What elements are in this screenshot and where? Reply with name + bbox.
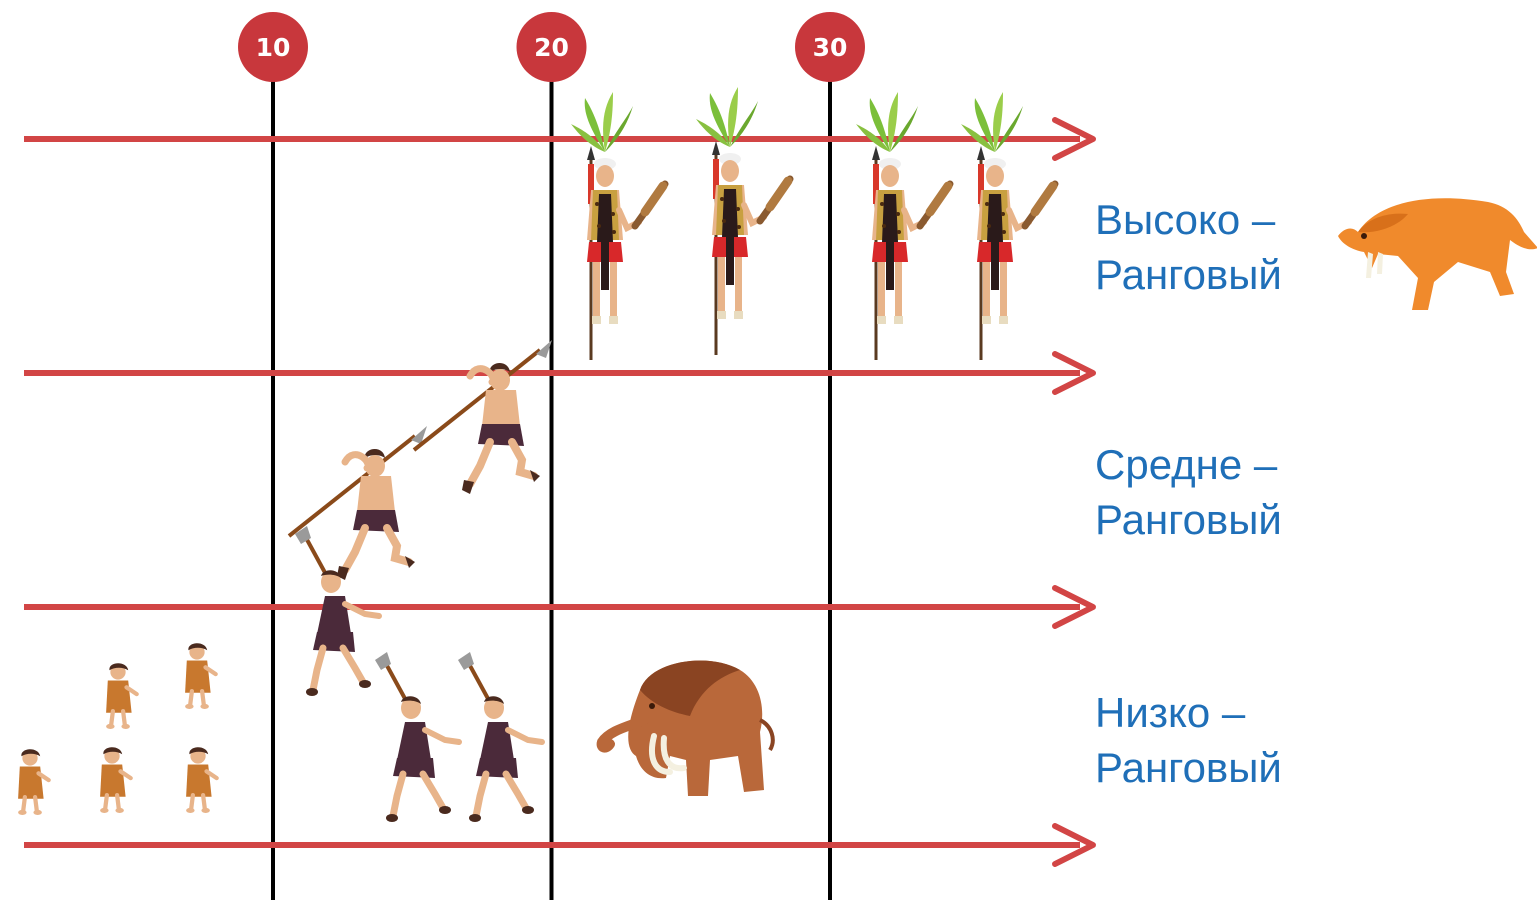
arrow-head-2 — [1052, 351, 1096, 395]
chief-warrior-icon-3 — [856, 92, 950, 360]
axe-caveman-icon-3 — [458, 652, 542, 822]
sabertooth-tiger-icon — [1338, 198, 1537, 310]
marker-circle-30 — [795, 12, 865, 82]
tier-label-low: Низко – Ранговый — [1095, 685, 1282, 795]
value-markers: 10 20 30 — [238, 12, 865, 82]
marker-circle-10 — [238, 12, 308, 82]
axe-caveman-icon-2 — [375, 652, 459, 822]
arrow-head-4 — [1052, 823, 1096, 867]
tier-label-high: Высоко – Ранговый — [1095, 192, 1282, 302]
vertical-grid-lines — [271, 60, 832, 900]
figures-layer — [18, 87, 1537, 822]
tier-label-low-line1: Низко – — [1095, 689, 1246, 736]
mammoth-icon — [602, 660, 773, 796]
small-caveman-icon-4 — [100, 747, 131, 813]
tier-arrows — [24, 117, 1096, 867]
small-caveman-icon-2 — [185, 643, 216, 709]
axe-caveman-icon-1 — [295, 526, 379, 696]
marker-label-20: 20 — [534, 33, 569, 62]
tier-label-high-line1: Высоко – — [1095, 196, 1276, 243]
tier-label-high-line2: Ранговый — [1095, 251, 1282, 298]
marker-label-30: 30 — [813, 33, 848, 62]
tier-label-low-line2: Ранговый — [1095, 744, 1282, 791]
chief-warrior-icon-4 — [961, 92, 1055, 360]
spear-hunter-icon-2 — [414, 340, 552, 494]
tier-label-mid: Средне – Ранговый — [1095, 437, 1282, 547]
arrow-head-1 — [1052, 117, 1096, 161]
tier-label-mid-line1: Средне – — [1095, 441, 1278, 488]
arrow-head-3 — [1052, 585, 1096, 629]
spear-hunter-icon-1 — [289, 426, 427, 580]
chief-warrior-icon-1 — [571, 92, 665, 360]
small-caveman-icon-1 — [106, 663, 137, 729]
marker-circle-20 — [516, 12, 587, 82]
tier-label-mid-line2: Ранговый — [1095, 496, 1282, 543]
small-caveman-icon-3 — [18, 749, 49, 815]
chief-warrior-icon-2 — [696, 87, 790, 355]
marker-label-10: 10 — [256, 33, 291, 62]
small-caveman-icon-5 — [186, 747, 217, 813]
